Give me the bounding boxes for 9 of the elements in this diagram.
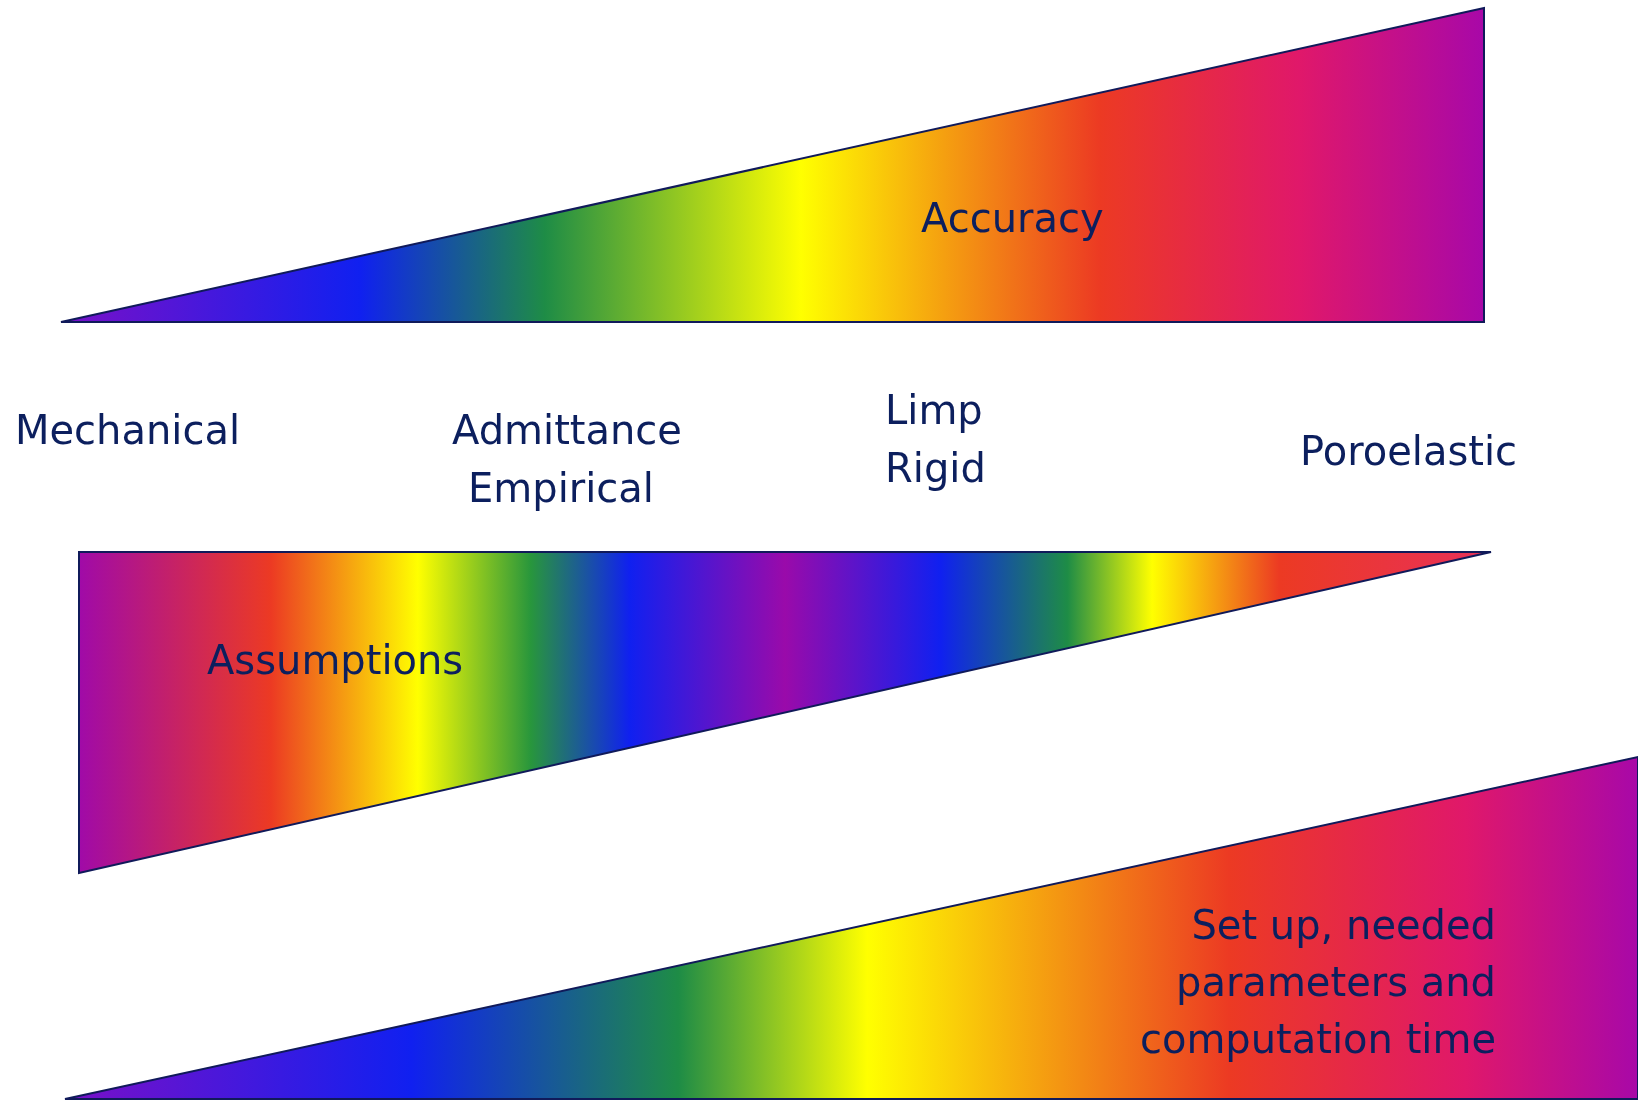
wedge-label: Accuracy <box>921 194 1104 243</box>
model-type-label: Rigid <box>885 444 986 492</box>
wedge-label: Set up, needed parameters and computation time <box>1138 901 1496 1064</box>
model-type-label: Mechanical <box>15 406 241 454</box>
model-type-label: Admittance <box>452 406 682 454</box>
wedge-label: Assumptions <box>207 636 464 685</box>
model-type-label: Poroelastic <box>1300 427 1518 475</box>
model-type-label: Empirical <box>468 464 654 512</box>
model-type-label: Limp <box>885 386 983 434</box>
